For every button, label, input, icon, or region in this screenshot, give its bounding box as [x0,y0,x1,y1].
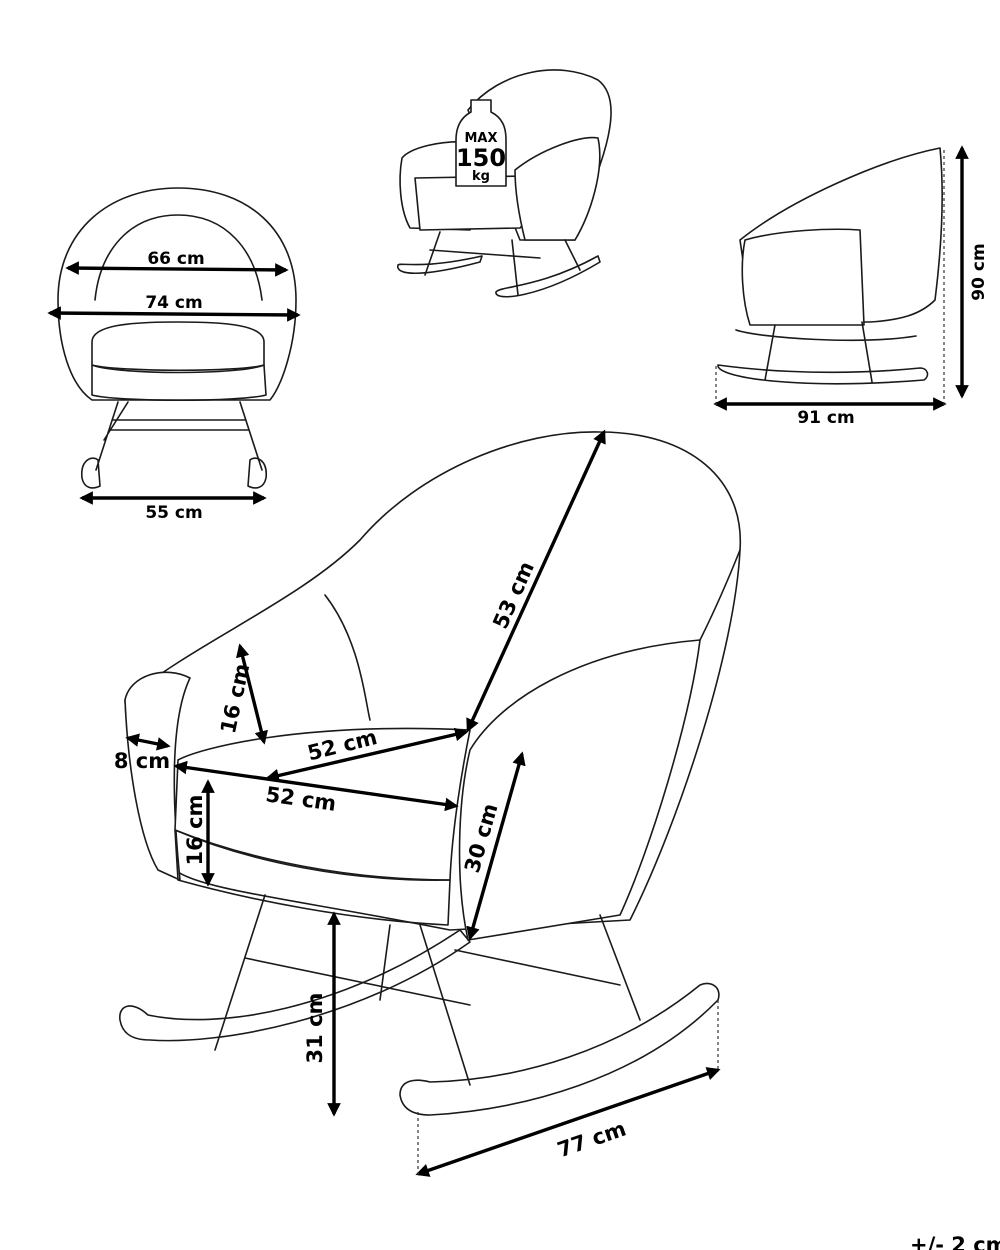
weight-view-chair [397,69,612,298]
weight-badge-line3: kg [472,169,490,184]
label-armrest-height: 16 cm [216,661,254,735]
label-seat-cushion-height: 16 cm [183,795,207,866]
front-view-chair [57,187,297,489]
footnote-tolerance: +/- 2 cm [910,1233,1000,1250]
label-front-inner-width: 66 cm [147,249,204,269]
weight-badge-line1: MAX [464,131,497,146]
label-side-depth: 91 cm [797,408,854,428]
weight-badge: MAX 150 kg [455,99,507,187]
label-front-outer-width: 74 cm [145,293,202,313]
side-view-chair [717,147,943,385]
label-side-height: 90 cm [969,243,989,300]
label-front-base-width: 55 cm [145,503,202,523]
label-armrest-width: 8 cm [114,749,170,773]
weight-badge-line2: 150 [456,144,506,172]
dimension-lines [47,145,969,1177]
label-seat-floor-height: 31 cm [303,993,327,1064]
main-view-chair [119,431,742,1116]
